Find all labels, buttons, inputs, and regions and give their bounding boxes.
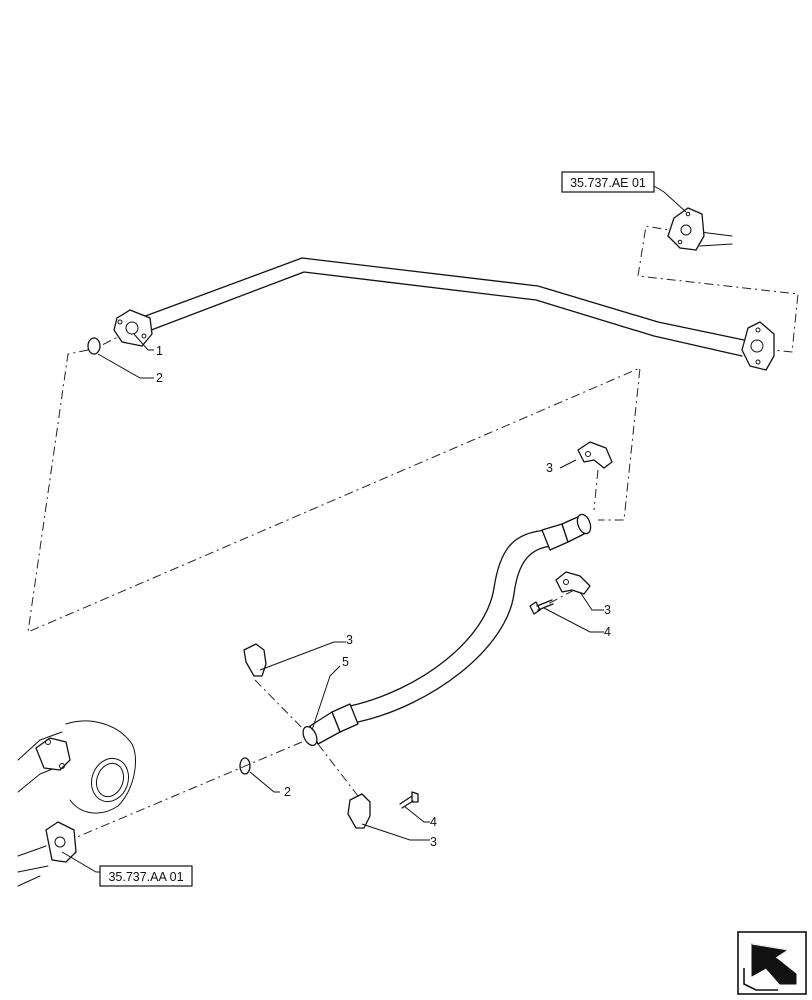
o-ring-upper <box>87 337 101 355</box>
callout-3-middle: 3 <box>604 603 611 617</box>
reference-label-upper: 35.737.AE 01 <box>570 176 646 190</box>
next-page-arrow-icon[interactable] <box>737 931 807 995</box>
reference-label-lower: 35.737.AA 01 <box>108 870 183 884</box>
reference-flange-upper <box>667 207 733 251</box>
callout-5: 5 <box>342 655 349 669</box>
callout-4-lower: 4 <box>430 815 437 829</box>
rigid-pipe <box>113 257 775 371</box>
flexible-hose <box>302 513 592 747</box>
reference-link-lower[interactable]: 35.737.AA 01 <box>99 865 193 887</box>
split-flange-top <box>577 441 613 469</box>
phantom-lines <box>27 225 799 841</box>
callout-1: 1 <box>156 344 163 358</box>
callouts: 1 2 3 3 4 3 5 2 4 3 <box>156 344 611 849</box>
o-ring-lower <box>239 757 251 775</box>
reference-link-upper[interactable]: 35.737.AE 01 <box>561 171 655 193</box>
callout-2-upper: 2 <box>156 371 163 385</box>
screw-upper <box>529 599 554 615</box>
split-flange-middle <box>555 571 591 595</box>
callout-3-bottom: 3 <box>430 835 437 849</box>
callout-4-upper: 4 <box>604 625 611 639</box>
callout-3-left: 3 <box>346 633 353 647</box>
callout-2-lower: 2 <box>284 785 291 799</box>
callout-3-top: 3 <box>546 461 553 475</box>
split-flange-bottom <box>347 793 371 829</box>
leader-lines <box>61 185 687 873</box>
pipe-flange-left <box>113 309 153 347</box>
split-flange-left <box>243 643 267 677</box>
screw-lower <box>399 791 419 809</box>
pipe-flange-right <box>741 321 775 371</box>
reference-valve-block <box>17 720 136 887</box>
